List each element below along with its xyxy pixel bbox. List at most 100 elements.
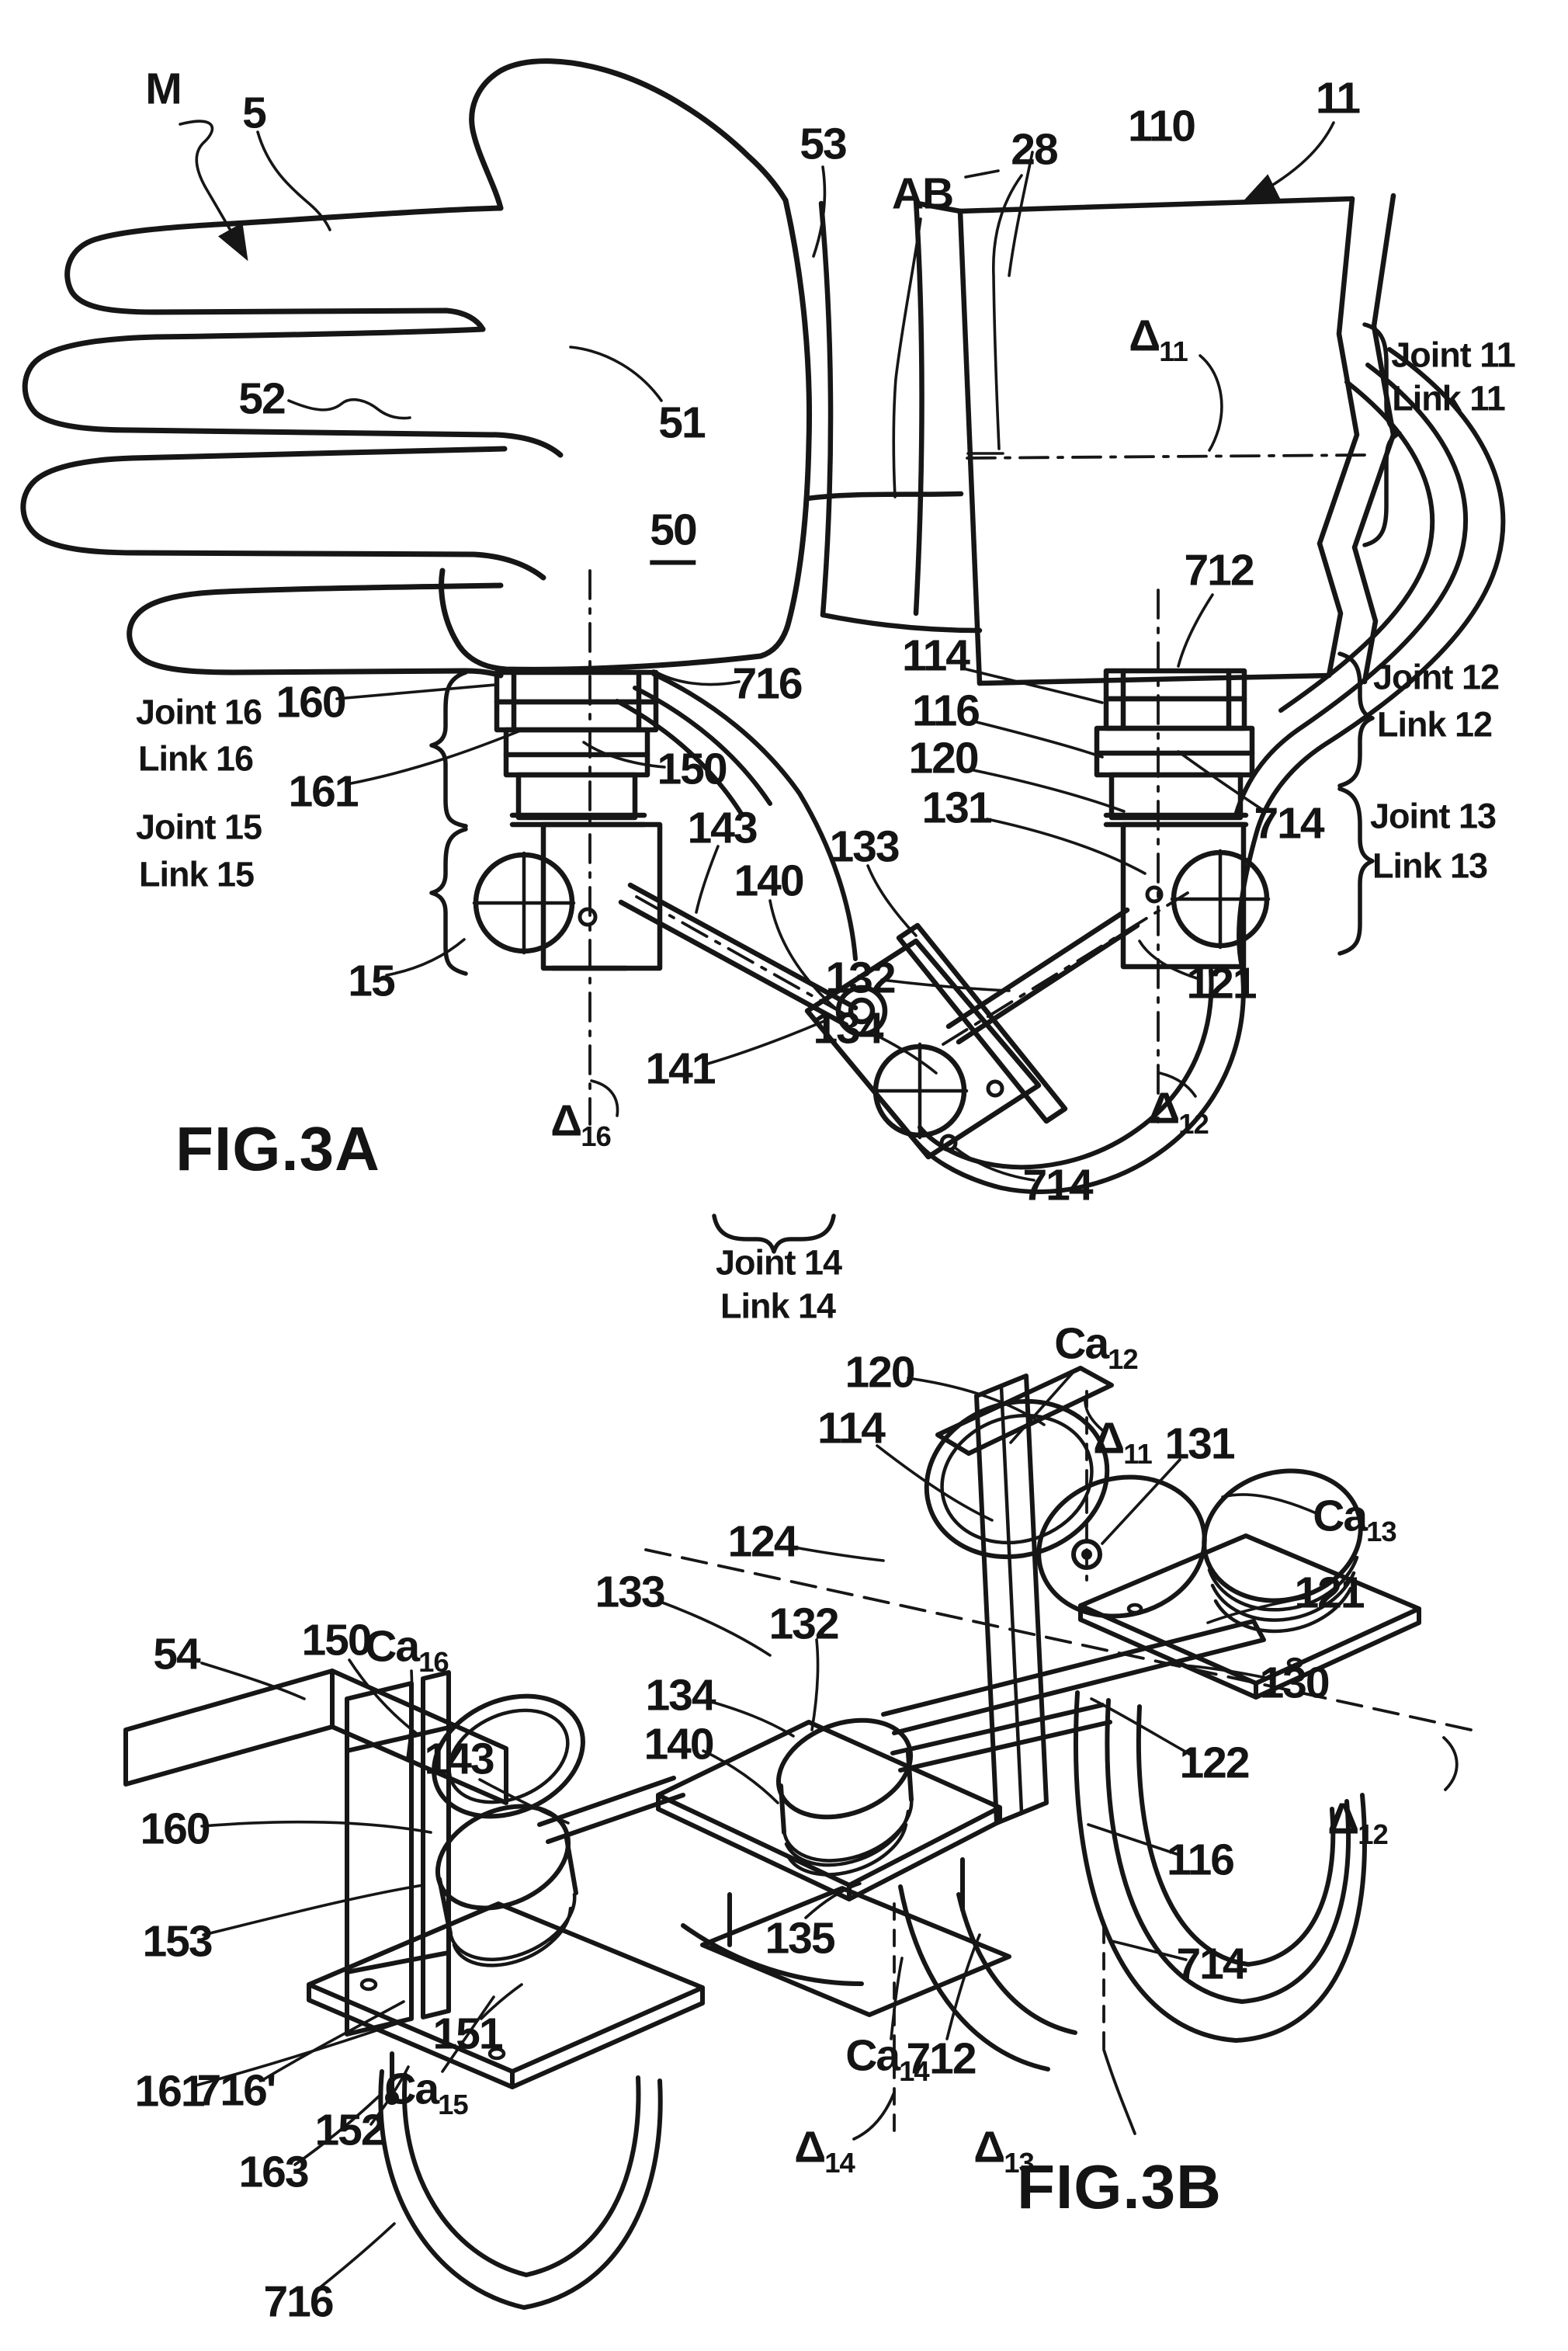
ref-ca13-text: Ca bbox=[1313, 1491, 1368, 1541]
ref-141: 141 bbox=[645, 1044, 716, 1094]
ref-116: 116 bbox=[912, 689, 980, 734]
hand-glove-outline bbox=[20, 58, 813, 679]
ref-121b-text: 121 bbox=[1294, 1568, 1365, 1618]
ref-delta11: Δ11 bbox=[1129, 314, 1188, 366]
ref-151: 151 bbox=[432, 2012, 503, 2057]
ref-714-right: 714 bbox=[1254, 798, 1324, 849]
ref-11: 11 bbox=[1315, 73, 1361, 123]
link-12-label-text: Link 12 bbox=[1376, 704, 1493, 745]
link-11-label: Link 11 bbox=[1392, 378, 1506, 418]
ref-124: 124 bbox=[727, 1516, 798, 1567]
ref-ca15-subscript: 15 bbox=[438, 2089, 469, 2121]
ref-delta11-text: Δ bbox=[1129, 311, 1160, 361]
ref-28-text: 28 bbox=[1011, 124, 1058, 175]
cable-loops-right bbox=[681, 1690, 1367, 2071]
wrist-cuff bbox=[804, 197, 983, 634]
link-15-label: Link 15 bbox=[138, 854, 255, 894]
ref-51-text: 51 bbox=[658, 398, 706, 448]
joint-11-label-text: Joint 11 bbox=[1391, 335, 1516, 375]
link-15-label-text: Link 15 bbox=[138, 854, 255, 894]
ref-712-text: 712 bbox=[1184, 545, 1254, 596]
ref-52: 52 bbox=[238, 373, 286, 424]
ref-130-text: 130 bbox=[1259, 1658, 1330, 1708]
ref-124-text: 124 bbox=[727, 1516, 798, 1567]
ref-135-text: 135 bbox=[765, 1913, 835, 1964]
link-14-label: Link 14 bbox=[720, 1289, 836, 1324]
ref-delta11b: Δ11 bbox=[1093, 1416, 1153, 1471]
link-13-label-text: Link 13 bbox=[1372, 846, 1488, 886]
ref-ca16-subscript: 16 bbox=[418, 1646, 449, 1679]
ref-140-text: 140 bbox=[734, 856, 804, 906]
ref-110-text: 110 bbox=[1128, 101, 1196, 151]
joint-stack-left bbox=[472, 669, 663, 971]
ref-160-text: 160 bbox=[276, 677, 346, 728]
ref-ca14: Ca14 bbox=[845, 2033, 929, 2085]
ref-132: 132 bbox=[825, 956, 896, 1001]
ref-120b-text: 120 bbox=[845, 1347, 915, 1398]
ref-delta16-subscript: 16 bbox=[581, 1120, 612, 1153]
ref-714b2-text: 714 bbox=[1176, 1939, 1247, 1989]
link-12-label: Link 12 bbox=[1376, 704, 1493, 745]
ref-714b2: 714 bbox=[1176, 1942, 1247, 1987]
drive-cables bbox=[615, 347, 1506, 1194]
ref-51: 51 bbox=[658, 398, 706, 448]
ref-714-right-text: 714 bbox=[1254, 798, 1324, 849]
ref-54-text: 54 bbox=[153, 1629, 200, 1679]
joint-11-label: Joint 11 bbox=[1391, 335, 1516, 375]
ref-150b-text: 150 bbox=[301, 1615, 372, 1665]
ref-ca12-subscript: 12 bbox=[1108, 1343, 1139, 1376]
link-16-label-text: Link 16 bbox=[137, 738, 254, 779]
ref-131-text: 131 bbox=[921, 783, 992, 833]
ref-M: M bbox=[145, 67, 182, 112]
link-11-label-text: Link 11 bbox=[1392, 378, 1506, 418]
ref-716-prime-text: 716' bbox=[196, 2065, 277, 2116]
ref-150-text: 150 bbox=[657, 744, 727, 794]
ref-114: 114 bbox=[902, 634, 970, 679]
ref-116b-text: 116 bbox=[1167, 1835, 1235, 1885]
ref-52-text: 52 bbox=[238, 373, 286, 424]
ref-712: 712 bbox=[1184, 545, 1254, 596]
ref-50-text: 50 bbox=[650, 505, 698, 565]
ref-716-prime: 716' bbox=[196, 2065, 277, 2116]
ref-712b-text: 712 bbox=[906, 2033, 977, 2084]
ref-5: 5 bbox=[242, 91, 267, 136]
ref-714-bottom: 714 bbox=[1022, 1163, 1093, 1208]
ref-11-text: 11 bbox=[1315, 73, 1361, 123]
ref-AB: AB bbox=[892, 172, 954, 217]
ref-delta16: Δ16 bbox=[550, 1099, 612, 1153]
ref-delta14-subscript: 14 bbox=[824, 2147, 855, 2179]
link-16-label: Link 16 bbox=[137, 738, 254, 779]
ref-152-text: 152 bbox=[314, 2105, 385, 2155]
ref-712b: 712 bbox=[906, 2033, 977, 2084]
fig3a-drawing bbox=[20, 58, 1506, 1254]
ref-ca16-text: Ca bbox=[365, 1621, 420, 1672]
ref-160b-text: 160 bbox=[140, 1804, 210, 1854]
ref-143-text: 143 bbox=[687, 803, 758, 853]
ref-ca12-text: Ca bbox=[1054, 1318, 1109, 1369]
ref-114b-text: 114 bbox=[817, 1403, 886, 1453]
ref-134: 134 bbox=[813, 1006, 883, 1051]
ref-131b-text: 131 bbox=[1164, 1419, 1235, 1469]
joint-16-label-text: Joint 16 bbox=[135, 692, 262, 732]
forearm-link-11 bbox=[957, 193, 1396, 686]
link-13-label: Link 13 bbox=[1372, 846, 1488, 886]
ref-50: 50 bbox=[650, 505, 698, 565]
rollers-left bbox=[432, 1693, 585, 1967]
ref-121-text: 121 bbox=[1186, 958, 1257, 1009]
ref-143b: 143 bbox=[424, 1734, 494, 1784]
ref-delta13: Δ13 bbox=[973, 2125, 1035, 2177]
ref-133b-text: 133 bbox=[595, 1567, 665, 1617]
ref-161b-text: 161 bbox=[134, 2066, 205, 2117]
ref-53: 53 bbox=[800, 122, 847, 167]
ref-140b-text: 140 bbox=[644, 1719, 714, 1769]
joint-12-label: Joint 12 bbox=[1372, 657, 1500, 697]
ref-141-text: 141 bbox=[645, 1044, 716, 1094]
fig3b-caption-text: FIG.3B bbox=[1017, 2152, 1222, 2221]
ref-152: 152 bbox=[314, 2105, 385, 2155]
fig3a-caption-text: FIG.3A bbox=[175, 1114, 380, 1183]
ref-132b-text: 132 bbox=[768, 1599, 839, 1649]
joint-12-label-text: Joint 12 bbox=[1372, 657, 1500, 697]
ref-143b-text: 143 bbox=[424, 1734, 494, 1784]
ref-delta11b-subscript: 11 bbox=[1123, 1438, 1153, 1471]
ref-161b: 161 bbox=[134, 2066, 205, 2117]
